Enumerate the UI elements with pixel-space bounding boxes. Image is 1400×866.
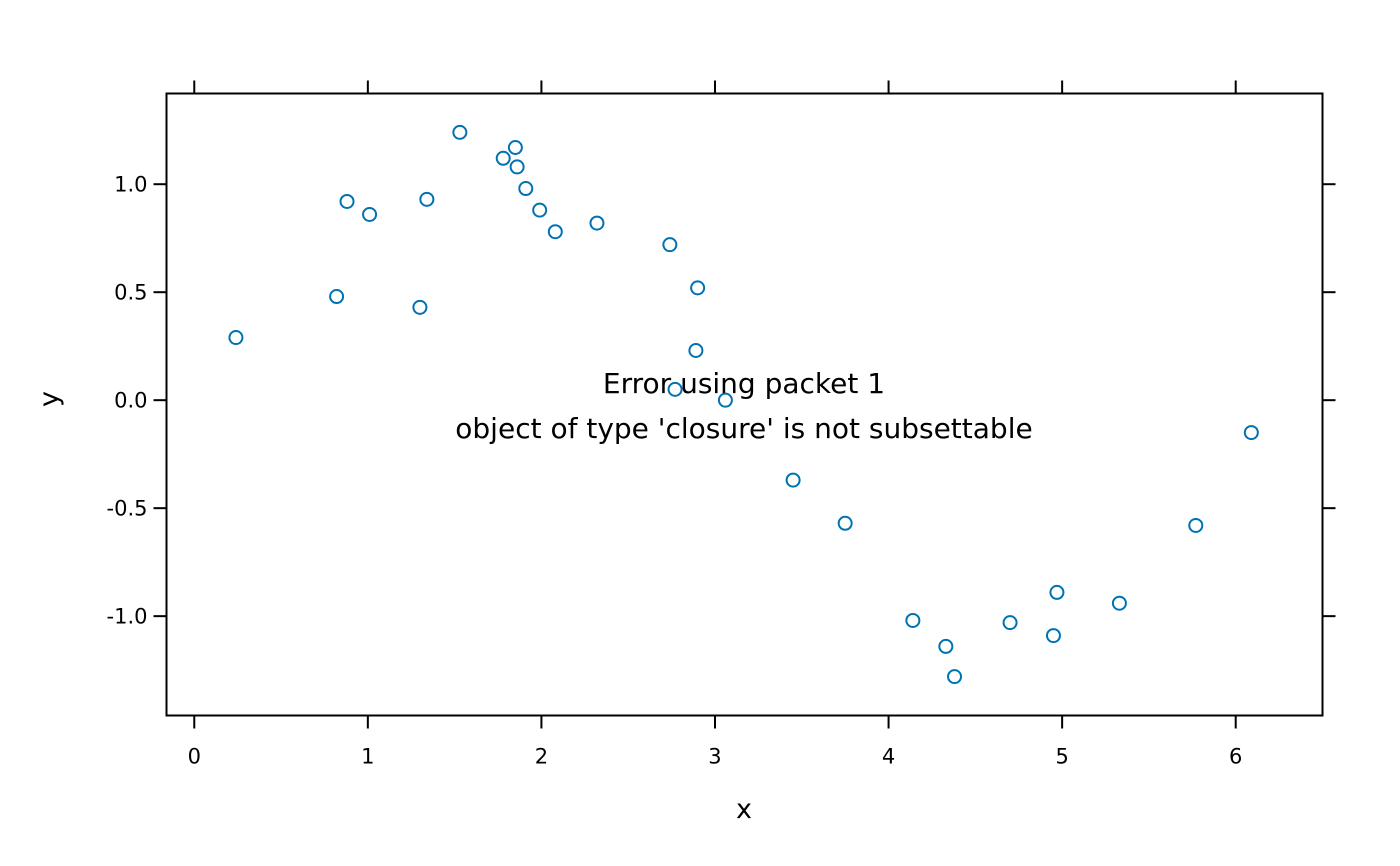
x-tick-label: 2 xyxy=(535,745,548,769)
data-point xyxy=(667,381,683,397)
y-tick-label: -1.0 xyxy=(107,605,148,629)
data-point xyxy=(495,150,511,166)
x-tick-label: 1 xyxy=(361,745,374,769)
data-point xyxy=(690,280,706,296)
y-tick-label: 0.0 xyxy=(114,389,147,413)
x-tick-label: 0 xyxy=(188,745,201,769)
axis-ticks: 0 1 2 3 4 5 6 -1.0 -0.5 0.0 0.5 1.0 xyxy=(107,80,1336,769)
plot-panel xyxy=(165,92,1324,717)
data-point xyxy=(452,124,468,140)
data-point xyxy=(589,215,605,231)
x-tick-label: 6 xyxy=(1229,745,1242,769)
error-message-line-2: object of type 'closure' is not subsetta… xyxy=(455,412,1032,445)
y-tick-label: 0.5 xyxy=(114,281,147,305)
data-point xyxy=(339,193,355,209)
x-tick-label: 4 xyxy=(882,745,895,769)
data-point xyxy=(518,181,534,197)
y-tick-label: 1.0 xyxy=(114,173,147,197)
x-axis-title: x xyxy=(736,794,752,825)
data-point xyxy=(412,299,428,315)
data-point xyxy=(1188,517,1204,533)
error-message-line-1: Error using packet 1 xyxy=(603,367,885,400)
data-point xyxy=(785,472,801,488)
data-point xyxy=(1002,615,1018,631)
data-point xyxy=(329,289,345,305)
data-point xyxy=(509,159,525,175)
data-point xyxy=(947,669,963,685)
data-point xyxy=(1049,584,1065,600)
data-point xyxy=(905,612,921,628)
data-point xyxy=(547,224,563,240)
data-points xyxy=(228,124,1259,685)
y-tick-label: -0.5 xyxy=(107,497,148,521)
data-point xyxy=(1111,595,1127,611)
data-point xyxy=(938,638,954,654)
x-tick-label: 5 xyxy=(1055,745,1068,769)
data-point xyxy=(362,206,378,222)
data-point xyxy=(1045,628,1061,644)
data-point xyxy=(532,202,548,218)
data-point xyxy=(688,343,704,359)
x-tick-label: 3 xyxy=(708,745,721,769)
data-point xyxy=(717,392,733,408)
data-point xyxy=(507,139,523,155)
data-point xyxy=(228,330,244,346)
data-point xyxy=(419,191,435,207)
data-point xyxy=(1243,425,1259,441)
data-point xyxy=(837,515,853,531)
y-axis-title: y xyxy=(34,391,65,407)
data-point xyxy=(662,237,678,253)
